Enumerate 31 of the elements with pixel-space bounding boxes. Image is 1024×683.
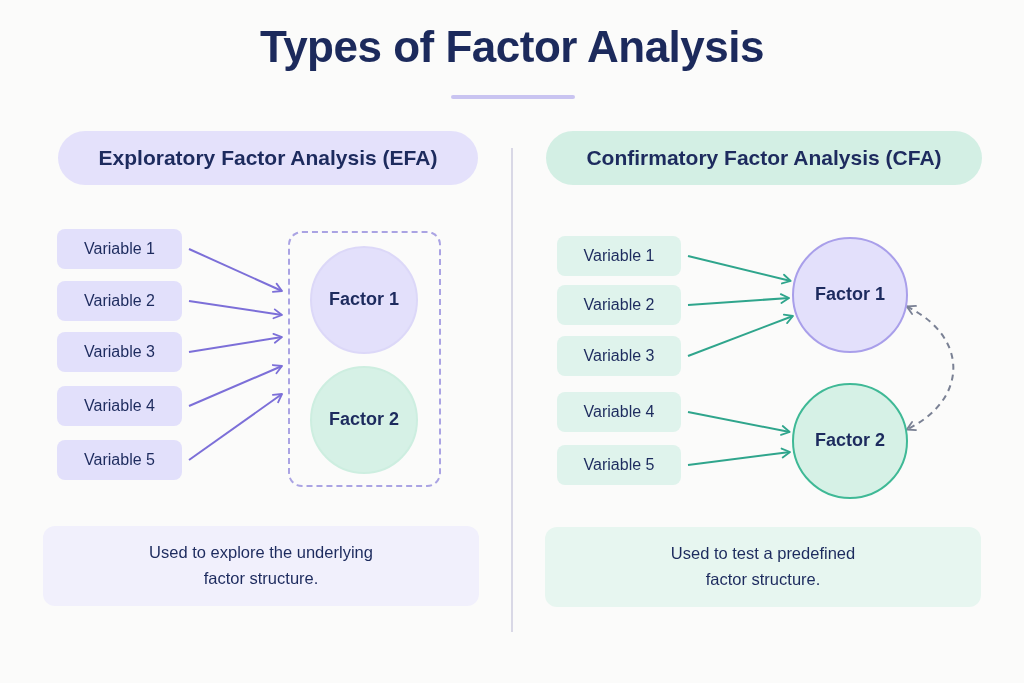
variable-box: Variable 3 [57,332,182,372]
variable-box: Variable 4 [557,392,681,432]
arrow [188,393,283,461]
arrow [188,332,283,353]
variable-box: Variable 2 [557,285,681,325]
description-panel: Used to explore the underlying factor structure. [43,526,479,606]
arrow [687,255,792,285]
section-header: Exploratory Factor Analysis (EFA) [58,131,478,185]
variable-box: Variable 2 [57,281,182,321]
arrow [687,447,792,466]
dashed-group-box [288,231,441,487]
variable-box: Variable 4 [57,386,182,426]
arrow [687,411,791,436]
factor-circle: Factor 2 [310,366,418,474]
arrow [687,293,791,306]
arrow [188,364,283,407]
variable-box: Variable 5 [557,445,681,485]
factor-circle: Factor 1 [310,246,418,354]
factor-circle: Factor 2 [792,383,908,499]
section-header: Confirmatory Factor Analysis (CFA) [546,131,982,185]
variable-box: Variable 1 [57,229,182,269]
factor-circle: Factor 1 [792,237,908,353]
arrow [687,313,794,357]
description-panel: Used to test a predefined factor structure. [545,527,981,607]
arrow [905,305,955,431]
variable-box: Variable 3 [557,336,681,376]
variable-box: Variable 5 [57,440,182,480]
arrow [188,248,283,293]
variable-box: Variable 1 [557,236,681,276]
title: Types of Factor Analysis [260,22,764,72]
arrow [188,300,283,320]
